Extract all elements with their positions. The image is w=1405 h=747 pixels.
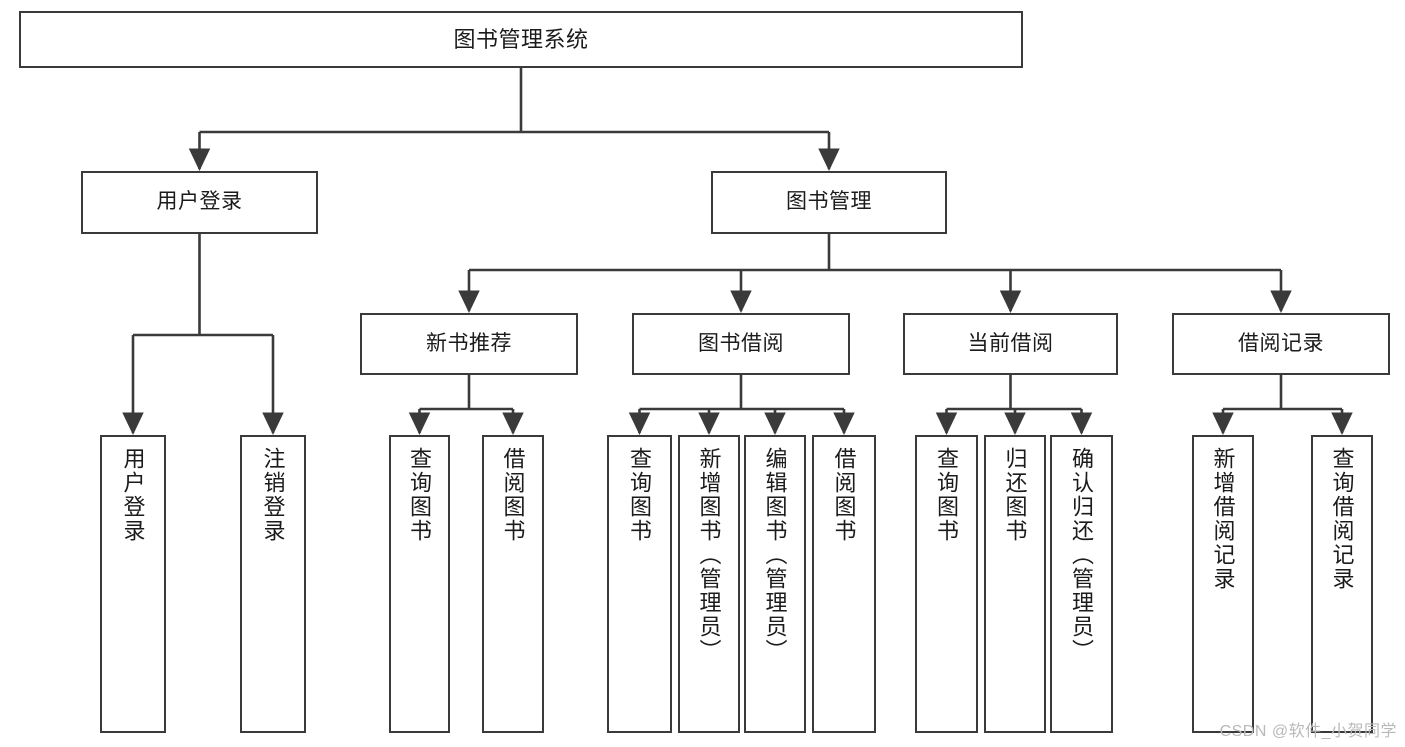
leaf-node-注销登录-1[interactable]: 注销登录 bbox=[240, 435, 306, 733]
level2-node-图书管理-1[interactable]: 图书管理 bbox=[711, 171, 947, 234]
leaf-node-确认归还管理员-10-label: 确认归还（管理员） bbox=[1069, 447, 1095, 663]
leaf-node-归还图书-9[interactable]: 归还图书 bbox=[984, 435, 1046, 733]
leaf-node-查询图书-8-label: 查询图书 bbox=[934, 447, 960, 543]
watermark: CSDN @软件_小贺同学 bbox=[1219, 723, 1397, 740]
level3-node-当前借阅-2-label: 当前借阅 bbox=[967, 331, 1054, 355]
leaf-node-新增借阅记录-11[interactable]: 新增借阅记录 bbox=[1192, 435, 1254, 733]
leaf-node-新增借阅记录-11-label: 新增借阅记录 bbox=[1210, 447, 1236, 591]
level2-node-图书管理-1-label: 图书管理 bbox=[786, 190, 872, 214]
leaf-node-用户登录-0[interactable]: 用户登录 bbox=[100, 435, 166, 733]
leaf-node-编辑图书管理员-6[interactable]: 编辑图书（管理员） bbox=[744, 435, 806, 733]
leaf-node-归还图书-9-label: 归还图书 bbox=[1002, 447, 1028, 543]
level3-node-新书推荐-0-label: 新书推荐 bbox=[426, 331, 512, 355]
leaf-node-查询图书-4-label: 查询图书 bbox=[627, 447, 653, 543]
leaf-node-借阅图书-3[interactable]: 借阅图书 bbox=[482, 435, 544, 733]
level2-node-用户登录-0-label: 用户登录 bbox=[156, 190, 243, 214]
leaf-node-查询图书-4[interactable]: 查询图书 bbox=[607, 435, 672, 733]
level3-node-借阅记录-3-label: 借阅记录 bbox=[1238, 331, 1324, 355]
leaf-node-查询图书-8[interactable]: 查询图书 bbox=[915, 435, 978, 733]
level3-node-图书借阅-1-label: 图书借阅 bbox=[698, 331, 784, 355]
leaf-node-确认归还管理员-10[interactable]: 确认归还（管理员） bbox=[1050, 435, 1113, 733]
level3-node-借阅记录-3[interactable]: 借阅记录 bbox=[1172, 313, 1390, 375]
leaf-node-注销登录-1-label: 注销登录 bbox=[260, 447, 286, 543]
root-node[interactable]: 图书管理系统 bbox=[19, 11, 1023, 68]
leaf-node-借阅图书-7-label: 借阅图书 bbox=[831, 447, 857, 543]
level2-node-用户登录-0[interactable]: 用户登录 bbox=[81, 171, 318, 234]
connector-paths bbox=[122, 68, 1353, 435]
leaf-node-查询借阅记录-12[interactable]: 查询借阅记录 bbox=[1311, 435, 1373, 733]
leaf-node-编辑图书管理员-6-label: 编辑图书（管理员） bbox=[762, 447, 788, 663]
leaf-node-借阅图书-7[interactable]: 借阅图书 bbox=[812, 435, 876, 733]
leaf-node-借阅图书-3-label: 借阅图书 bbox=[500, 447, 526, 543]
level3-node-新书推荐-0[interactable]: 新书推荐 bbox=[360, 313, 578, 375]
leaf-node-用户登录-0-label: 用户登录 bbox=[120, 447, 146, 543]
leaf-node-新增图书管理员-5[interactable]: 新增图书（管理员） bbox=[678, 435, 740, 733]
level3-node-图书借阅-1[interactable]: 图书借阅 bbox=[632, 313, 850, 375]
root-node-label: 图书管理系统 bbox=[453, 26, 589, 52]
level3-node-当前借阅-2[interactable]: 当前借阅 bbox=[903, 313, 1118, 375]
leaf-node-查询图书-2-label: 查询图书 bbox=[407, 447, 433, 543]
leaf-node-查询图书-2[interactable]: 查询图书 bbox=[389, 435, 450, 733]
leaf-node-新增图书管理员-5-label: 新增图书（管理员） bbox=[696, 447, 722, 663]
leaf-node-查询借阅记录-12-label: 查询借阅记录 bbox=[1329, 447, 1355, 591]
